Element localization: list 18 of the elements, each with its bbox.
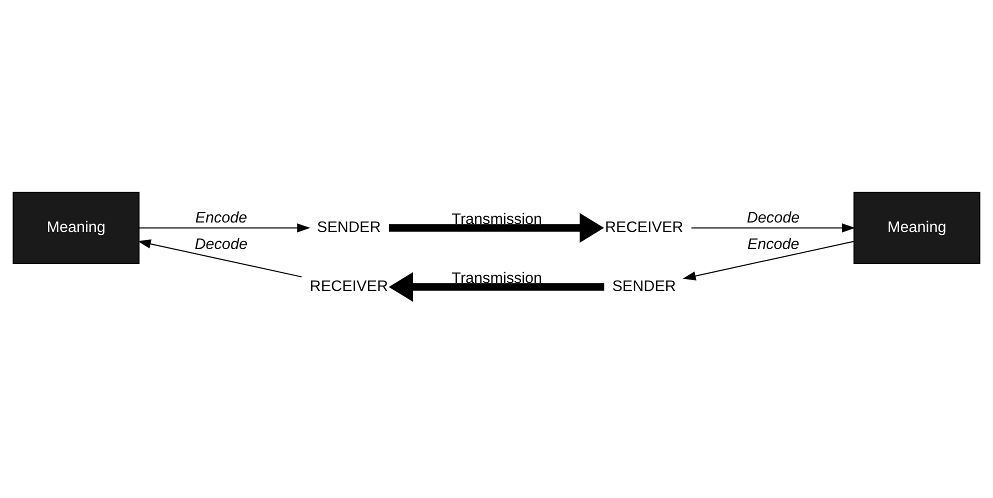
arrow [139,222,310,232]
node-text: RECEIVER [605,218,684,236]
arrow [691,222,856,232]
arrow [682,240,854,280]
edge-label: Decode [194,235,248,252]
edge-label: Decode [746,209,800,226]
node-text: SENDER [612,277,676,294]
node-box: Meaning [853,191,980,264]
arrow [138,238,302,277]
edge-label: Encode [747,235,800,252]
arrow [388,212,604,242]
arrow [388,272,604,302]
edge-label: Transmission [452,210,542,228]
edge-label: Encode [195,209,248,226]
node-text: SENDER [317,218,381,236]
edge-label: Transmission [452,269,542,286]
node-box: Meaning [12,191,140,264]
node-text: RECEIVER [310,277,388,294]
